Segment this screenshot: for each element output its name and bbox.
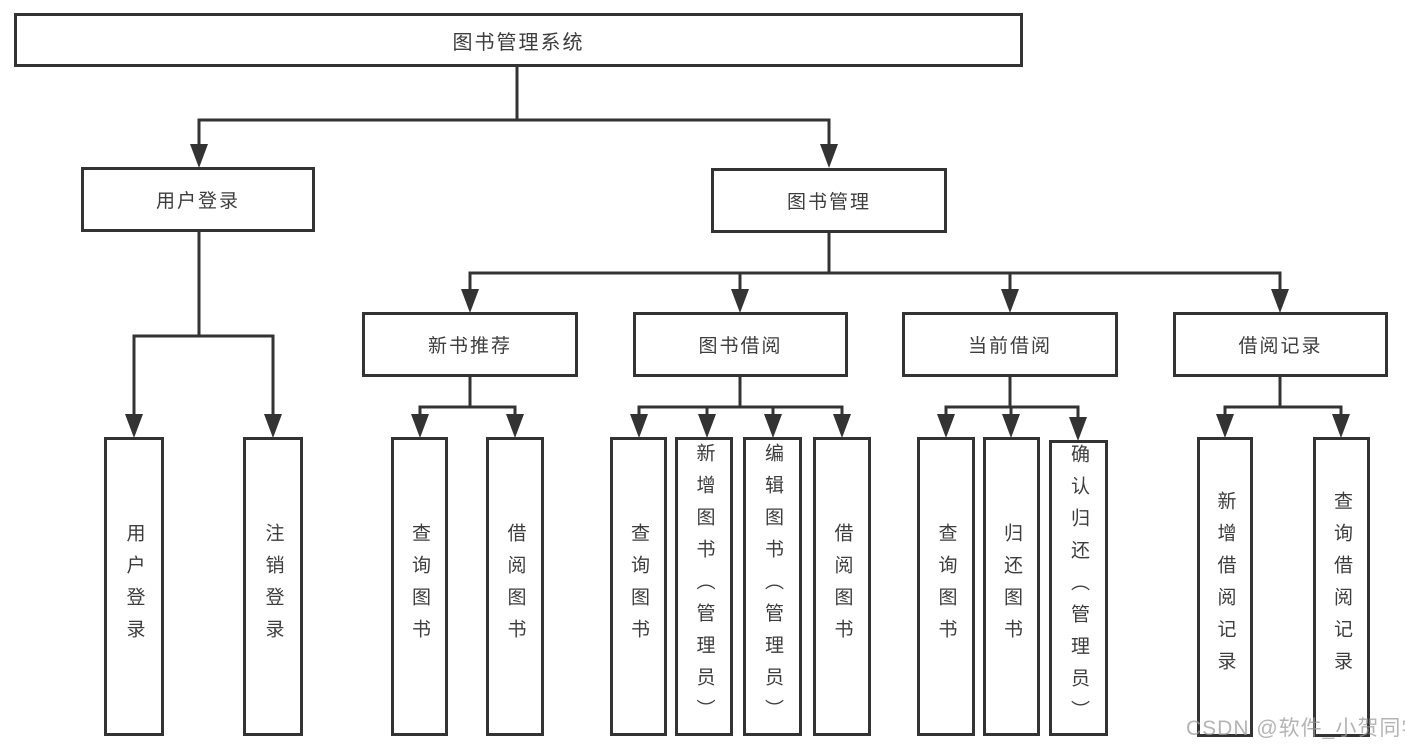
- node-label: 查询图书: [628, 522, 649, 651]
- node-label: 当前借阅: [967, 336, 1052, 357]
- node-new-book-recommend: 新书推荐: [362, 312, 578, 377]
- node-confirm-return-admin: 确认归还（管理员）: [1049, 440, 1108, 736]
- node-query-books: 查询图书: [917, 437, 975, 736]
- node-label: 编辑图书（管理员）: [762, 442, 783, 731]
- node-return-books: 归还图书: [983, 437, 1040, 736]
- node-add-book-admin: 新增图书（管理员）: [675, 437, 733, 736]
- node-book-borrowing: 图书借阅: [633, 312, 848, 377]
- node-borrow-books: 借阅图书: [813, 437, 871, 736]
- node-label: 归还图书: [1001, 522, 1022, 651]
- node-label: 图书管理系统: [452, 31, 585, 54]
- arrowhead-icons: [125, 144, 1350, 441]
- node-label: 查询借阅记录: [1331, 491, 1352, 683]
- node-user-login: 用户登录: [104, 437, 164, 736]
- node-label: 注销登录: [262, 522, 284, 651]
- node-logout: 注销登录: [243, 437, 303, 736]
- csdn-watermark: CSDN @软件_小贺同学: [1186, 717, 1405, 740]
- node-borrowing-records: 借阅记录: [1173, 312, 1388, 377]
- node-label: 新书推荐: [427, 336, 512, 357]
- node-book-management-branch: 图书管理: [711, 168, 947, 233]
- node-edit-book-admin: 编辑图书（管理员）: [743, 437, 802, 736]
- node-query-books: 查询图书: [610, 437, 667, 736]
- node-label: 用户登录: [123, 522, 145, 651]
- node-label: 查询图书: [935, 522, 957, 651]
- node-label: 新增借阅记录: [1214, 491, 1236, 683]
- node-label: 图书管理: [786, 192, 871, 213]
- node-add-borrow-record: 新增借阅记录: [1197, 437, 1253, 737]
- node-borrow-books: 借阅图书: [486, 437, 544, 736]
- node-label: 借阅图书: [504, 522, 526, 651]
- node-root-system: 图书管理系统: [14, 13, 1023, 67]
- node-label: 借阅图书: [831, 522, 853, 651]
- node-label: 用户登录: [155, 191, 240, 212]
- node-current-borrowing: 当前借阅: [902, 312, 1118, 377]
- node-label: 查询图书: [409, 522, 430, 651]
- node-query-books: 查询图书: [391, 437, 448, 736]
- node-label: 新增图书（管理员）: [693, 442, 715, 731]
- node-label: 借阅记录: [1238, 336, 1323, 357]
- node-label: 图书借阅: [698, 336, 783, 357]
- node-label: 确认归还（管理员）: [1068, 444, 1089, 732]
- node-query-borrow-record: 查询借阅记录: [1313, 437, 1370, 737]
- node-user-login-branch: 用户登录: [81, 167, 315, 232]
